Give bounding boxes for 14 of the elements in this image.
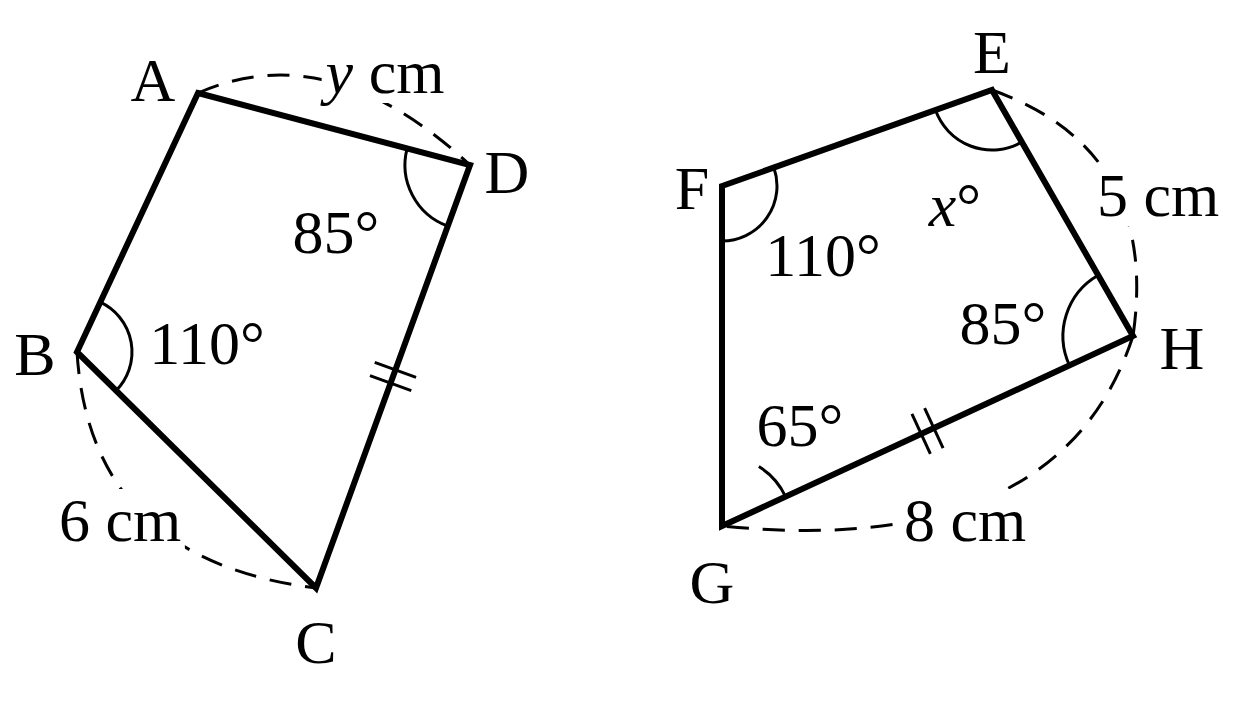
- angle-label: x°: [928, 174, 982, 236]
- angle-label: 85°: [959, 292, 1047, 354]
- vertex-label: B: [14, 323, 56, 385]
- angle-label: 85°: [292, 201, 380, 263]
- vertex-label: D: [484, 141, 530, 203]
- vertex-label: A: [130, 49, 176, 111]
- angle-label: 65°: [756, 394, 844, 456]
- vertex-label: F: [674, 157, 710, 219]
- vertex-label: H: [1159, 317, 1205, 379]
- vertex-label: E: [973, 21, 1011, 83]
- vertex-label: C: [295, 611, 337, 673]
- vertex-label: G: [689, 551, 735, 613]
- angle-label: 110°: [765, 224, 881, 286]
- angle-label: 110°: [149, 312, 265, 374]
